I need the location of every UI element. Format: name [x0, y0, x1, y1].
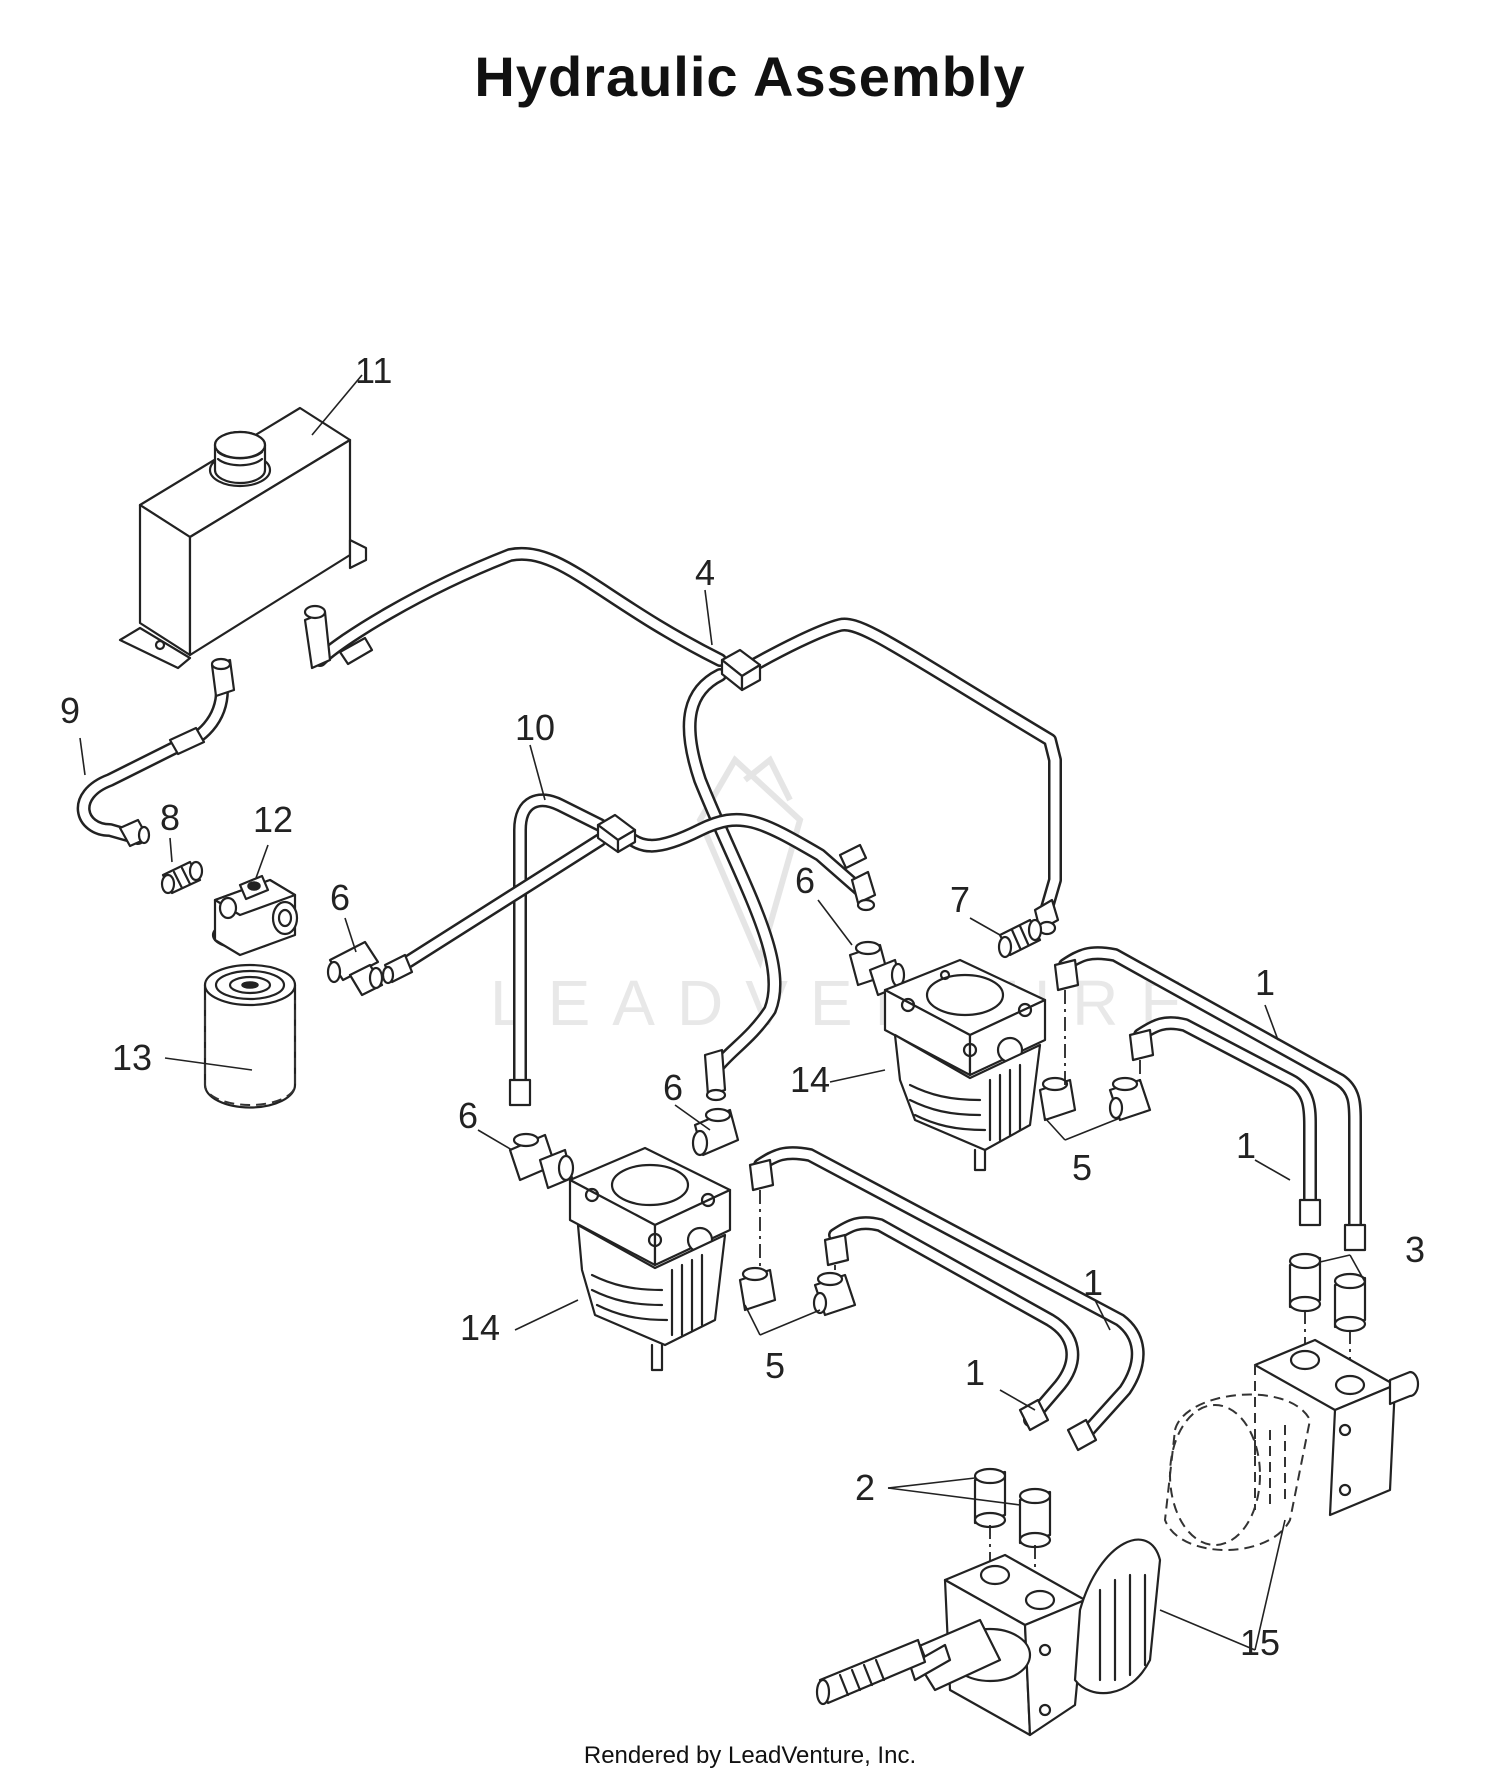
callout-6: 6	[330, 877, 350, 918]
callout-12: 12	[253, 799, 293, 840]
hydraulic-hose-9	[76, 657, 236, 848]
oil-filter-13	[203, 963, 297, 1109]
callout-7: 7	[950, 879, 970, 920]
elbow-fitting-6c	[508, 1132, 575, 1190]
reservoir-tank	[118, 406, 368, 670]
hydraulic-tubes-1-lower	[748, 1146, 1145, 1452]
wheel-motor-15-rear	[1163, 1338, 1420, 1551]
footer-credit: Rendered by LeadVenture, Inc.	[583, 1742, 917, 1769]
callout-9: 9	[60, 690, 80, 731]
filter-head-12	[211, 874, 299, 957]
callout-10: 10	[515, 707, 555, 748]
callout-1: 1	[1255, 962, 1275, 1003]
callout-14: 14	[790, 1059, 830, 1100]
elbow-fitting-5-lower	[738, 1266, 857, 1317]
callout-2: 2	[855, 1467, 875, 1508]
page-title: Hydraulic Assembly	[474, 45, 1026, 108]
callout-14: 14	[460, 1307, 500, 1348]
callout-5: 5	[765, 1345, 785, 1386]
wheel-motor-15-front	[815, 1538, 1162, 1737]
fitting-7	[997, 918, 1043, 959]
callout-6: 6	[663, 1067, 683, 1108]
elbow-fitting-6d	[691, 1107, 740, 1157]
elbow-fitting-5-upper	[1038, 1076, 1152, 1122]
callout-1: 1	[1236, 1125, 1256, 1166]
callout-8: 8	[160, 797, 180, 838]
fittings-2	[973, 1467, 1052, 1590]
leader-lines	[79, 374, 1366, 1651]
callout-11: 11	[355, 350, 392, 391]
fitting-8	[160, 860, 204, 895]
hydraulic-pump-14-upper	[883, 958, 1047, 1172]
callout-labels: 11 4 9 10 8 12 6 6 7 13 1 14 6 6 5 1 3 1…	[60, 350, 1425, 1663]
hydraulic-tube-4	[303, 546, 1062, 1102]
leadventure-watermark: LEADVENTURE	[490, 755, 1205, 1039]
elbow-fitting-6a	[326, 940, 384, 997]
callout-1: 1	[965, 1352, 985, 1393]
hydraulic-tubes-1-upper	[1053, 946, 1367, 1252]
callout-13: 13	[112, 1037, 152, 1078]
callout-6: 6	[795, 860, 815, 901]
elbow-fitting-6b	[848, 940, 906, 997]
hydraulic-pump-14-lower	[568, 1146, 732, 1372]
callout-6: 6	[458, 1095, 478, 1136]
fittings-3	[1288, 1252, 1367, 1385]
hydraulic-tube-10	[381, 793, 877, 1107]
callout-1: 1	[1083, 1262, 1103, 1303]
callout-4: 4	[695, 552, 715, 593]
watermark-text: LEADVENTURE	[490, 967, 1205, 1039]
callout-5: 5	[1072, 1147, 1092, 1188]
callout-15: 15	[1240, 1622, 1280, 1663]
callout-3: 3	[1405, 1229, 1425, 1270]
